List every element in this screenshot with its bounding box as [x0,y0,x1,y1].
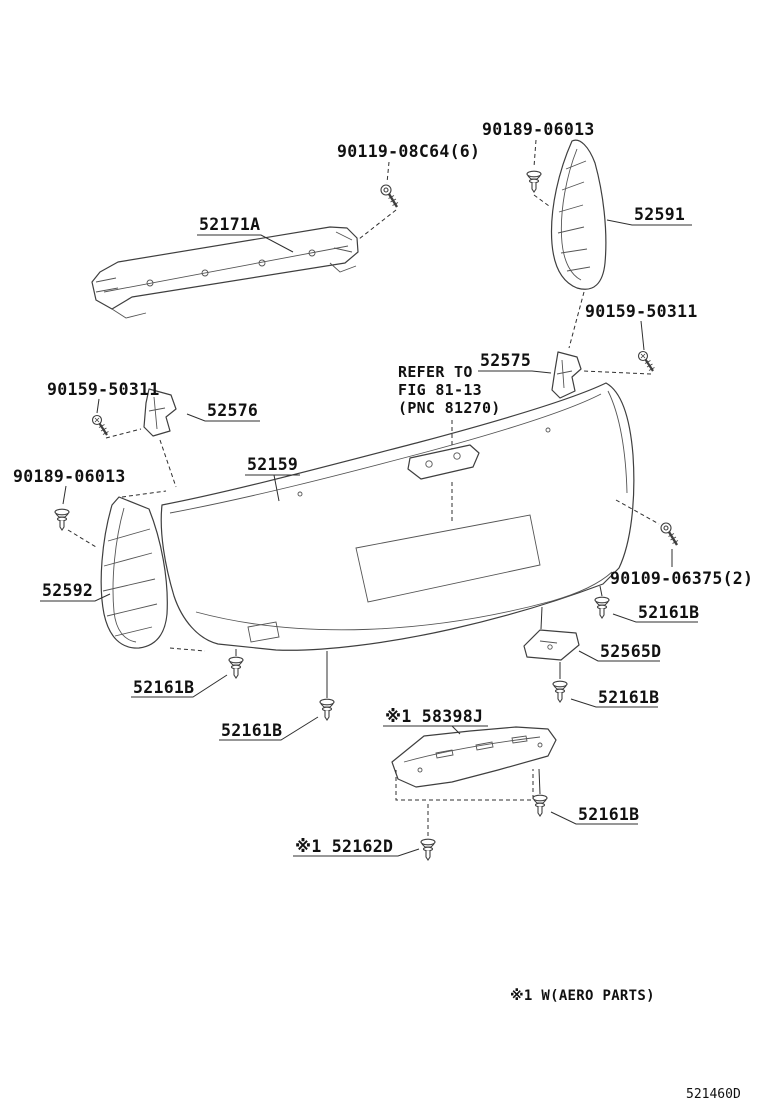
bracket-52575-drawing [551,351,582,399]
clip-90189-rh-drawing [526,170,542,193]
label-90189-06013-lh[interactable]: 90189-06013 [13,467,126,486]
label-52161b-d[interactable]: 52161B [221,721,282,740]
label-52162d[interactable]: ※1 52162D [295,837,393,856]
leader-lines-dashed [67,139,660,837]
clip-52161b-a-drawing [594,596,610,619]
refer-note-line3: (PNC 81270) [398,399,501,417]
label-90189-06013-rh[interactable]: 90189-06013 [482,120,595,139]
screw-90159-lh-drawing [91,414,110,437]
refer-note-line2: FIG 81-13 [398,381,482,399]
side-seal-lh-drawing [100,496,168,649]
label-52576[interactable]: 52576 [207,401,258,420]
clip-52161b-e-drawing [532,794,548,817]
label-52575[interactable]: 52575 [480,351,531,370]
bracket-52565d-drawing [523,629,580,661]
leader-lines-solid [40,219,698,857]
label-52171a[interactable]: 52171A [199,215,260,234]
label-58398j[interactable]: ※1 58398J [385,707,483,726]
label-90119-08c64[interactable]: 90119-08C64(6) [337,142,480,161]
bracket-52576-drawing [143,388,177,437]
spoiler-drawing [391,726,557,788]
label-52161b-b[interactable]: 52161B [598,688,659,707]
label-90159-50311-lh[interactable]: 90159-50311 [47,380,160,399]
refer-note-line1: REFER TO [398,363,473,381]
label-52591[interactable]: 52591 [634,205,685,224]
label-52565d[interactable]: 52565D [600,642,661,661]
side-seal-rh-drawing [550,139,607,290]
label-52161b-a[interactable]: 52161B [638,603,699,622]
label-52159[interactable]: 52159 [247,455,298,474]
label-90109-06375[interactable]: 90109-06375(2) [610,569,753,588]
diagram-code: 521460D [686,1087,741,1102]
reinforcement-bar-drawing [91,226,359,319]
clip-52161b-c-drawing [228,656,244,679]
label-90159-50311-rh[interactable]: 90159-50311 [585,302,698,321]
license-lamp-drawing [407,444,480,480]
bolt-90119-drawing [379,183,400,209]
screw-90159-rh-drawing [637,350,656,373]
bumper-cover-drawing [160,382,635,651]
clip-52161b-b-drawing [552,680,568,703]
aero-parts-footnote: ※1 W(AERO PARTS) [510,988,655,1004]
clip-90189-lh-drawing [54,508,70,531]
clip-52162d-drawing [420,838,436,861]
bolt-90109-drawing [659,521,680,547]
label-52161b-c[interactable]: 52161B [133,678,194,697]
label-52161b-e[interactable]: 52161B [578,805,639,824]
clip-52161b-d-drawing [319,698,335,721]
label-52592[interactable]: 52592 [42,581,93,600]
